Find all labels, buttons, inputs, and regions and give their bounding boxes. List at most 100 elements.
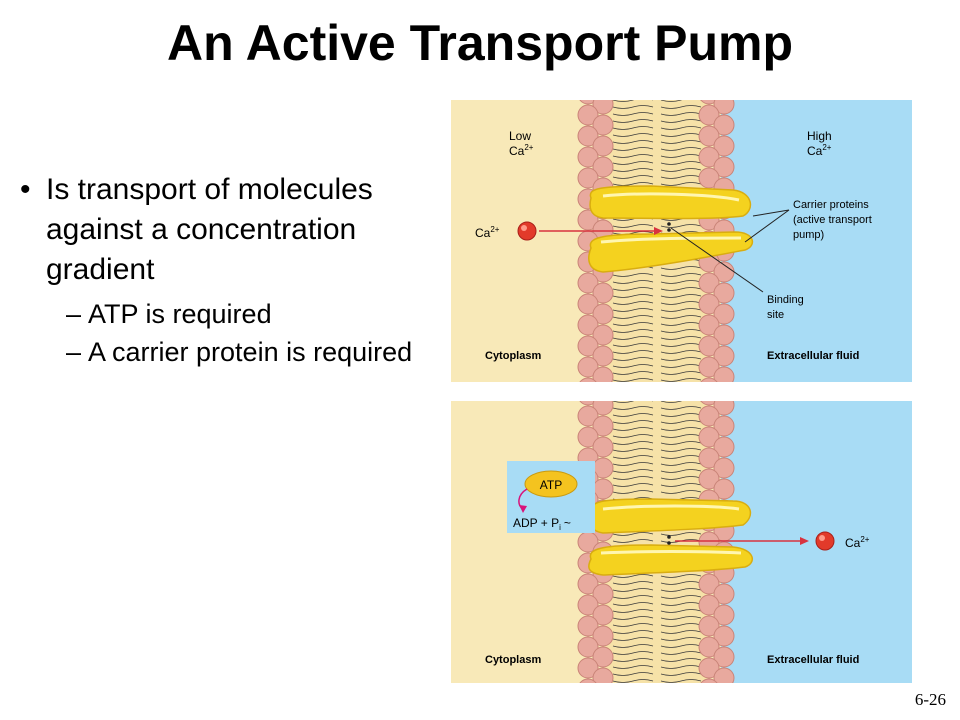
lipid-tail (612, 280, 702, 284)
lipid-tail (612, 350, 702, 354)
slide-number: 6-26 (914, 690, 946, 709)
phospholipid-head (577, 405, 599, 427)
lipid-tail (612, 476, 702, 480)
lipid-tail (612, 630, 702, 634)
phospholipid-head (700, 678, 718, 683)
phospholipid-head (698, 104, 720, 126)
phospholipid-head (592, 324, 614, 346)
phospholipid-head (698, 636, 720, 658)
phospholipid-head (713, 303, 735, 325)
lipid-tail (612, 378, 702, 382)
carrier-protein (588, 498, 754, 576)
phospholipid-head (592, 282, 614, 304)
bullet-dot: • (20, 173, 31, 206)
phospholipid-head (577, 272, 599, 294)
lipid-tail (612, 154, 702, 158)
binding-site-dot (667, 535, 671, 539)
phospholipid-head (592, 583, 614, 605)
phospholipid-head (713, 135, 735, 157)
phospholipid-head (698, 167, 720, 189)
lipid-tail (612, 322, 702, 326)
phospholipid-head (592, 345, 614, 367)
calcium-ion (815, 531, 835, 551)
low-label: Low (509, 129, 531, 143)
lipid-tail (612, 343, 702, 347)
phospholipid-head (579, 377, 597, 382)
lipid-tail (612, 455, 702, 459)
phospholipid-head (592, 667, 614, 683)
high-label: High (807, 129, 832, 143)
sub-bullet-dash: – (66, 337, 82, 367)
lipid-tail (612, 420, 702, 424)
phospholipid-head (592, 436, 614, 458)
phospholipid-head (592, 114, 614, 136)
phospholipid-head (577, 335, 599, 357)
phospholipid-head (577, 615, 599, 637)
lipid-tail (612, 371, 702, 375)
lipid-tail (612, 224, 702, 228)
phospholipid-head (579, 678, 597, 683)
phospholipid-head (698, 335, 720, 357)
cytoplasm-label: Cytoplasm (485, 350, 541, 362)
extracellular-label: Extracellular fluid (767, 654, 859, 666)
carrier-label-line1: Carrier proteins (793, 199, 869, 211)
lipid-tail (612, 161, 702, 165)
lipid-tail (612, 133, 702, 137)
sub-bullet-atp-text: ATP is required (88, 299, 272, 329)
sub-bullet-carrier-text: A carrier protein is required (88, 337, 413, 367)
lipid-tail (612, 595, 702, 599)
binding-site-dot (667, 222, 671, 226)
lipid-tail (612, 147, 702, 151)
phospholipid-head (713, 366, 735, 382)
phospholipid-head (698, 573, 720, 595)
phospholipid-head (713, 478, 735, 500)
phospholipid-head (592, 156, 614, 178)
sub-bullet-atp: – ATP is required (20, 298, 420, 330)
lipid-tail (612, 413, 702, 417)
phospholipid-head (592, 401, 614, 416)
lipid-tail (612, 609, 702, 613)
carrier-protein (588, 185, 754, 273)
lipid-tail (612, 126, 702, 130)
phospholipid-head (700, 401, 718, 406)
carrier-pointer-line (744, 209, 790, 243)
lipid-tail (612, 616, 702, 620)
binding-site-dot (667, 541, 671, 545)
phospholipid-head (700, 100, 718, 105)
phospholipid-head (713, 324, 735, 346)
lipid-tail (612, 588, 702, 592)
lipid-tail (612, 490, 702, 494)
lipid-tail (612, 644, 702, 648)
phospholipid-head (592, 625, 614, 647)
phospholipid-head (713, 156, 735, 178)
lipid-tail (612, 357, 702, 361)
lipid-tail (612, 273, 702, 277)
diagram-panel-top: Low Ca2+ High Ca2+ Ca2+ Carrier proteins… (451, 100, 912, 382)
binding-label-line1: Binding (767, 294, 804, 306)
slide-title: An Active Transport Pump (166, 15, 794, 71)
lipid-tail (612, 301, 702, 305)
phospholipid-head (577, 573, 599, 595)
phospholipid-head (592, 100, 614, 115)
lipid-tail (612, 100, 701, 102)
lipid-tail (612, 427, 702, 431)
lipid-tail (612, 308, 702, 312)
lipid-tail (612, 665, 702, 669)
phospholipid-head (698, 314, 720, 336)
carrier-pointer-line (752, 209, 790, 217)
phospholipid-head (592, 135, 614, 157)
lipid-tail (612, 441, 702, 445)
phospholipid-head (713, 625, 735, 647)
lipid-tail (612, 140, 702, 144)
phospholipid-head (577, 125, 599, 147)
bullet-main-text: Is transport of molecules against a conc… (46, 173, 373, 286)
phospholipid-head (577, 314, 599, 336)
phospholipid-head (577, 209, 599, 231)
lipid-tail (612, 119, 702, 123)
phospholipid-head (698, 125, 720, 147)
phospholipid-head (713, 282, 735, 304)
transport-arrow-head (800, 537, 809, 545)
phospholipid-head (713, 646, 735, 668)
ion-label: Ca2+ (475, 225, 500, 240)
lipid-tail (612, 672, 702, 676)
